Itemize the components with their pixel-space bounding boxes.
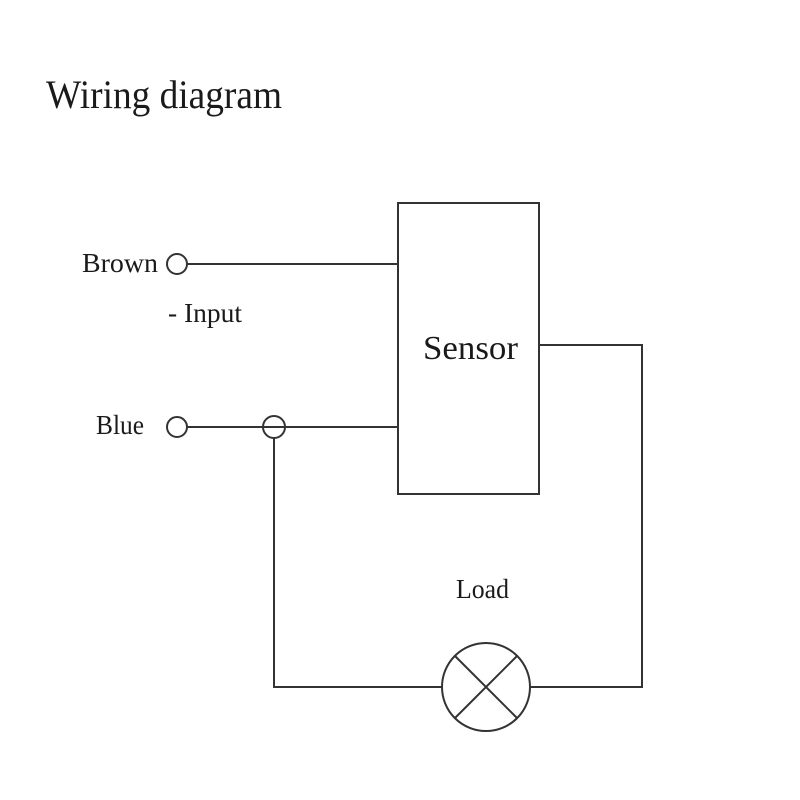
- neutral-load-wire: [273, 438, 443, 688]
- brown-label: Brown: [82, 248, 159, 278]
- blue-terminal-icon: [166, 416, 188, 438]
- diagram-title: Wiring diagram: [46, 72, 282, 117]
- lamp-icon: [441, 642, 531, 732]
- input-label: - Input: [168, 298, 243, 328]
- brown-terminal-icon: [166, 253, 188, 275]
- load-label: Load: [456, 574, 509, 604]
- blue-label: Blue: [96, 410, 144, 440]
- sensor-box: [397, 202, 540, 495]
- sensor-output-wire: [530, 344, 643, 688]
- sensor-label: Sensor: [423, 330, 519, 367]
